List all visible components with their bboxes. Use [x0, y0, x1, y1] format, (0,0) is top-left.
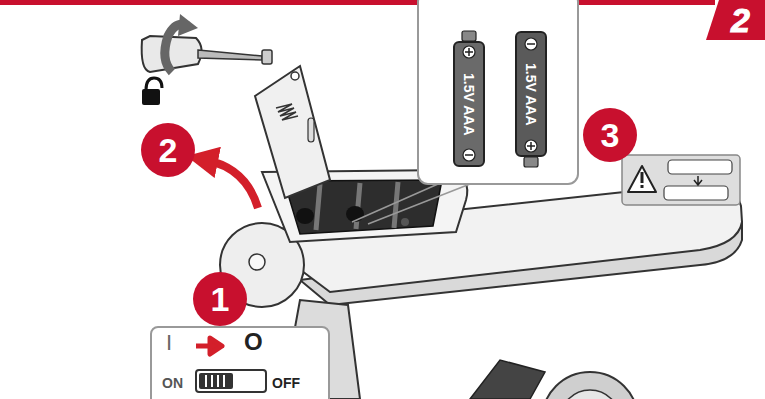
- battery-inset: [418, 0, 578, 184]
- warning-box: [622, 155, 740, 205]
- switch-track: [196, 370, 266, 392]
- number-text: 3: [601, 118, 620, 152]
- warning-triangle: [628, 166, 656, 192]
- warning-mark: [641, 172, 644, 183]
- page-step-badge: 2: [706, 0, 765, 40]
- lock-shackle: [146, 78, 162, 90]
- battery-nub: [462, 31, 476, 41]
- screw: [262, 50, 272, 64]
- switch-box: I O ON OFF: [150, 326, 330, 399]
- switch-label: I: [166, 332, 172, 354]
- callout-number: 2: [141, 123, 195, 177]
- battery-lid: [255, 66, 330, 198]
- polarity-icon: [668, 160, 732, 174]
- contact: [346, 206, 364, 222]
- minus-sign: [463, 149, 475, 161]
- battery: 1.5V AAA: [515, 31, 547, 157]
- number-text: 1: [211, 282, 230, 316]
- screwdriver-shaft: [198, 50, 262, 60]
- leader-line: [368, 184, 470, 224]
- plus-sign: [463, 46, 475, 58]
- contact: [296, 208, 314, 224]
- lid-slot: [308, 118, 314, 142]
- minus-sign: [525, 38, 537, 50]
- screw-hole: [401, 218, 409, 226]
- callout-number: 1: [193, 272, 247, 326]
- switch-label: O: [244, 330, 263, 354]
- wheel-hub: [560, 390, 620, 399]
- polarity-arrow: [694, 176, 702, 185]
- switch-grip: [206, 375, 224, 387]
- warning-mark: [641, 185, 644, 188]
- top-rule: [0, 0, 715, 5]
- number-text: 2: [159, 133, 178, 167]
- trigger: [470, 360, 545, 399]
- switch-slider: [199, 373, 233, 389]
- knob-center: [249, 254, 265, 270]
- leader-line: [352, 184, 438, 222]
- switch-arrow: [196, 338, 222, 354]
- battery-label: 1.5V AAA: [462, 73, 476, 136]
- open-arrow: [206, 160, 258, 208]
- switch-label: ON: [162, 376, 183, 390]
- number-text: 2: [721, 3, 750, 37]
- compartment-ribs: [316, 182, 398, 230]
- turn-arrow-head: [178, 14, 198, 36]
- battery: 1.5V AAA: [453, 41, 485, 167]
- switch-label: OFF: [272, 376, 300, 390]
- lid-hole: [291, 72, 299, 80]
- wheel: [542, 372, 638, 399]
- polarity-icon: [664, 186, 728, 200]
- battery-label: 1.5V AAA: [524, 63, 538, 126]
- spring: [276, 104, 298, 120]
- lock-body: [142, 89, 160, 105]
- plus-sign: [525, 140, 537, 152]
- battery-nub: [524, 157, 538, 167]
- callout-number: 3: [583, 108, 637, 162]
